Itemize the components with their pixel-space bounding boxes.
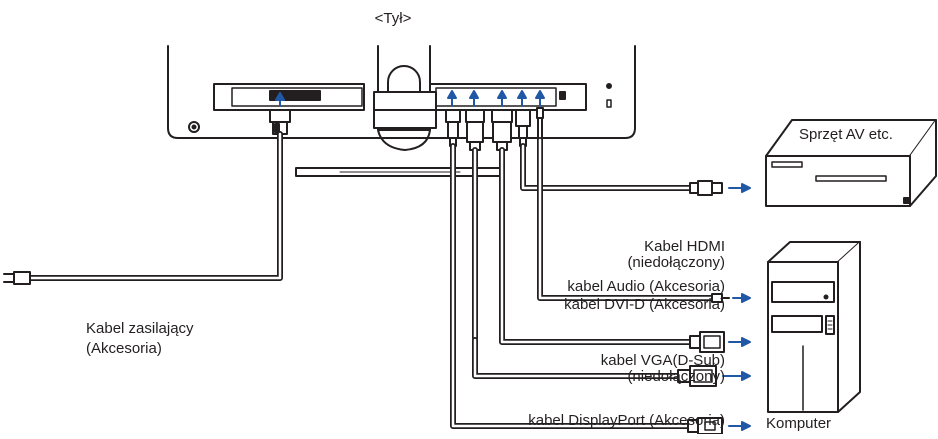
dvi-cable-label: kabel DVI-D (Akcesoria) bbox=[564, 296, 725, 313]
view-label: <Tył> bbox=[374, 10, 412, 27]
device-arrows bbox=[722, 183, 751, 431]
computer-label: Komputer bbox=[766, 415, 832, 432]
av-equipment-label: Sprzęt AV etc. bbox=[799, 126, 893, 143]
av-equipment bbox=[765, 119, 937, 207]
power-cable bbox=[3, 131, 283, 285]
vga-cable bbox=[472, 147, 717, 387]
audio-cable-label: kabel Audio (Akcesoria) bbox=[567, 278, 725, 295]
vga-cable-label: kabel VGA(D-Sub) bbox=[600, 352, 725, 369]
dvi-cable bbox=[499, 147, 725, 353]
hdmi-cable bbox=[520, 143, 723, 196]
hdmi-cable-label: Kabel HDMI bbox=[644, 238, 725, 255]
monitor-back bbox=[167, 45, 636, 177]
port-arrows bbox=[275, 90, 545, 107]
power-cable-note: (Akcesoria) bbox=[86, 340, 162, 357]
audio-cable bbox=[537, 137, 730, 303]
hdmi-cable-note: (niedołączony) bbox=[627, 254, 725, 271]
computer-tower bbox=[767, 241, 861, 413]
power-cable-label: Kabel zasilający bbox=[86, 320, 194, 337]
displayport-cable-label: kabel DisplayPort (Akcesoria) bbox=[528, 412, 725, 429]
vga-cable-note: (niedołączony) bbox=[627, 368, 725, 385]
cable-heads bbox=[269, 107, 544, 151]
